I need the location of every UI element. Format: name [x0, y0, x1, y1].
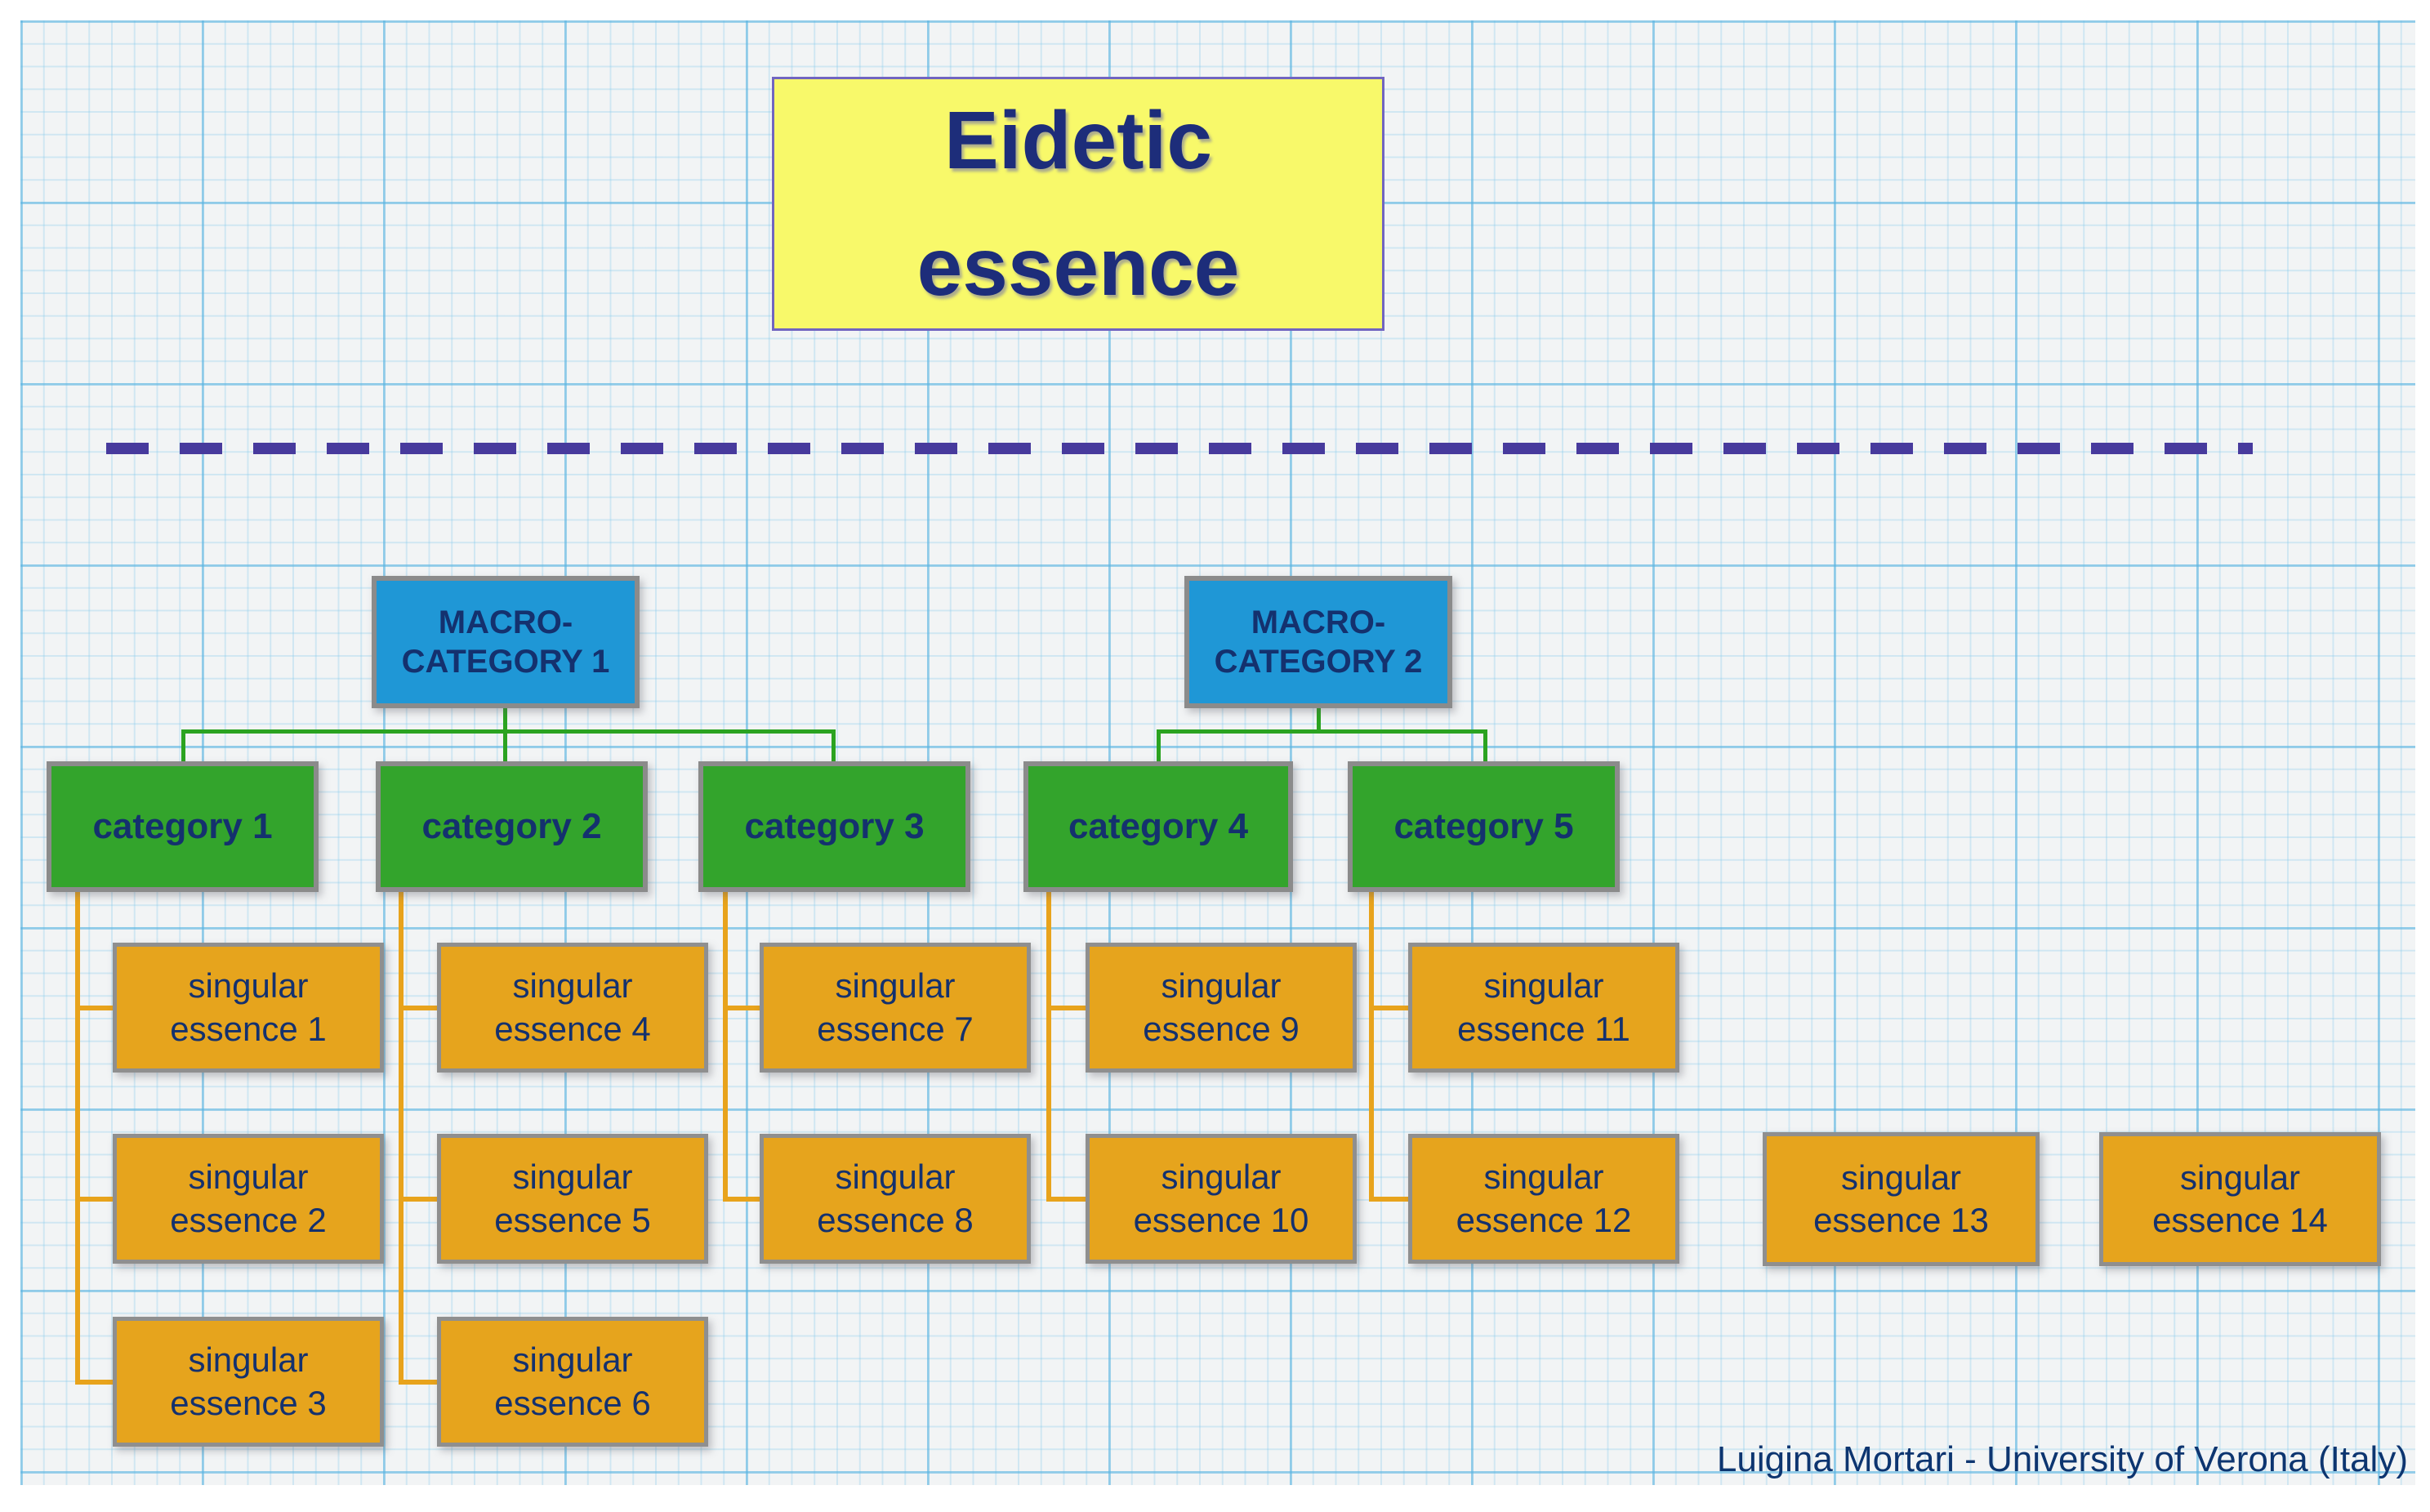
essence-10-line-1: singular — [1161, 1157, 1282, 1196]
singular-essence-4-box: singular essence 4 — [437, 943, 708, 1073]
dashed-divider-line — [106, 443, 2253, 454]
essence-6-line-1: singular — [512, 1340, 633, 1379]
title-line-2: essence — [916, 221, 1240, 313]
connector-macro1-drop-category1 — [181, 729, 185, 764]
singular-essence-12-box: singular essence 12 — [1408, 1134, 1679, 1264]
credit-text: Luigina Mortari - University of Verona (… — [1716, 1439, 2408, 1479]
connector-category2-vertical — [399, 890, 404, 1385]
essence-13-line-1: singular — [1840, 1157, 1962, 1197]
category-2-box: category 2 — [376, 761, 648, 892]
connector-category3-stub-essence7 — [723, 1006, 763, 1010]
category-5-label: category 5 — [1393, 806, 1574, 846]
connector-macro2-bar — [1157, 729, 1487, 734]
category-4-box: category 4 — [1023, 761, 1293, 892]
essence-1-line-2: essence 1 — [170, 1009, 327, 1048]
essence-14-line-2: essence 14 — [2152, 1201, 2328, 1239]
singular-essence-2-box: singular essence 2 — [113, 1134, 384, 1264]
essence-10-line-2: essence 10 — [1133, 1200, 1309, 1239]
essence-3-line-1: singular — [188, 1340, 309, 1379]
category-1-box: category 1 — [47, 761, 319, 892]
macro-category-2-line-2: CATEGORY 2 — [1214, 644, 1423, 680]
essence-11-line-1: singular — [1483, 966, 1604, 1005]
singular-essence-14-box: singular essence 14 — [2099, 1132, 2381, 1266]
essence-11-line-2: essence 11 — [1457, 1009, 1630, 1048]
connector-category1-stub-essence3 — [75, 1380, 116, 1385]
essence-8-line-1: singular — [835, 1157, 956, 1196]
macro-category-1-box: MACRO- CATEGORY 1 — [372, 576, 640, 708]
singular-essence-5-box: singular essence 5 — [437, 1134, 708, 1264]
essence-7-line-1: singular — [835, 966, 956, 1005]
singular-essence-13-box: singular essence 13 — [1763, 1132, 2040, 1266]
singular-essence-7-box: singular essence 7 — [760, 943, 1031, 1073]
essence-9-line-1: singular — [1161, 966, 1282, 1005]
connector-macro2-drop-category4 — [1157, 729, 1161, 764]
connector-category4-vertical — [1046, 890, 1051, 1202]
title-line-1: Eidetic — [944, 95, 1212, 186]
category-3-box: category 3 — [698, 761, 970, 892]
connector-category2-stub-essence6 — [399, 1380, 440, 1385]
essence-13-line-2: essence 13 — [1813, 1201, 1989, 1239]
category-4-label: category 4 — [1068, 806, 1249, 846]
essence-4-line-1: singular — [512, 966, 633, 1005]
connector-category1-vertical — [75, 890, 80, 1385]
connector-category3-stub-essence8 — [723, 1197, 763, 1202]
category-3-label: category 3 — [744, 806, 925, 846]
macro-category-1-line-2: CATEGORY 1 — [401, 644, 610, 680]
singular-essence-1-box: singular essence 1 — [113, 943, 384, 1073]
singular-essence-10-box: singular essence 10 — [1086, 1134, 1357, 1264]
connector-category5-stub-essence11 — [1369, 1006, 1411, 1010]
connector-macro1-riser — [503, 707, 507, 734]
essence-7-line-2: essence 7 — [817, 1009, 974, 1048]
singular-essence-3-box: singular essence 3 — [113, 1317, 384, 1447]
connector-category3-vertical — [723, 890, 728, 1202]
singular-essence-8-box: singular essence 8 — [760, 1134, 1031, 1264]
macro-category-2-line-1: MACRO- — [1251, 604, 1386, 640]
essence-5-line-1: singular — [512, 1157, 633, 1196]
essence-12-line-1: singular — [1483, 1157, 1604, 1196]
essence-6-line-2: essence 6 — [494, 1383, 651, 1422]
essence-5-line-2: essence 5 — [494, 1200, 651, 1239]
singular-essence-11-box: singular essence 11 — [1408, 943, 1679, 1073]
essence-9-line-2: essence 9 — [1143, 1009, 1300, 1048]
essence-1-line-1: singular — [188, 966, 309, 1005]
connector-category2-stub-essence4 — [399, 1006, 440, 1010]
connector-macro1-drop-category2 — [503, 729, 507, 764]
connector-macro2-drop-category5 — [1483, 729, 1487, 764]
essence-2-line-2: essence 2 — [170, 1200, 327, 1239]
connector-category2-stub-essence5 — [399, 1197, 440, 1202]
connector-macro1-bar — [181, 729, 836, 734]
category-5-box: category 5 — [1348, 761, 1620, 892]
essence-3-line-2: essence 3 — [170, 1383, 327, 1422]
essence-14-line-1: singular — [2179, 1157, 2301, 1197]
essence-2-line-1: singular — [188, 1157, 309, 1196]
connector-macro2-riser — [1317, 707, 1321, 734]
category-2-label: category 2 — [421, 806, 602, 846]
essence-12-line-2: essence 12 — [1456, 1200, 1632, 1239]
connector-category1-stub-essence2 — [75, 1197, 116, 1202]
connector-category5-vertical — [1369, 890, 1374, 1202]
singular-essence-6-box: singular essence 6 — [437, 1317, 708, 1447]
category-1-label: category 1 — [92, 806, 273, 846]
essence-8-line-2: essence 8 — [817, 1200, 974, 1239]
connector-category4-stub-essence9 — [1046, 1006, 1089, 1010]
singular-essence-9-box: singular essence 9 — [1086, 943, 1357, 1073]
connector-macro1-drop-category3 — [832, 729, 836, 764]
connector-category5-stub-essence12 — [1369, 1197, 1411, 1202]
macro-category-2-box: MACRO- CATEGORY 2 — [1184, 576, 1452, 708]
macro-category-1-line-1: MACRO- — [438, 604, 573, 640]
essence-4-line-2: essence 4 — [494, 1009, 651, 1048]
connector-category4-stub-essence10 — [1046, 1197, 1089, 1202]
title-box: Eidetic essence — [772, 77, 1384, 331]
connector-category1-stub-essence1 — [75, 1006, 116, 1010]
